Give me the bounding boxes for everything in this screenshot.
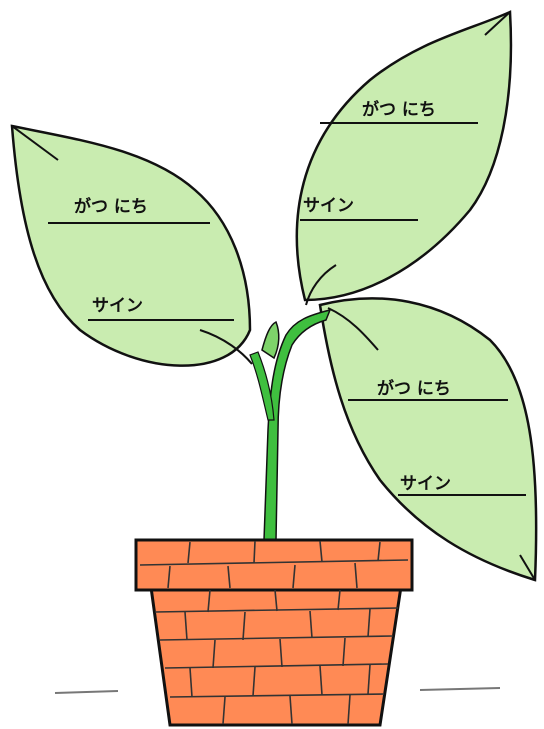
bottom-right-leaf-sign-line	[398, 494, 526, 496]
bottom-right-leaf-date-label: がつ にち	[377, 381, 451, 398]
left-branch	[250, 352, 274, 420]
top-right-leaf-date-label: がつ にち	[362, 102, 436, 119]
left-leaf-date-label: がつ にち	[74, 199, 148, 216]
bottom-right-leaf	[320, 298, 536, 580]
bottom-right-leaf-sign-label: サイン	[400, 476, 451, 493]
left-leaf-date-line	[48, 222, 210, 224]
top-right-leaf-sign-line	[300, 219, 418, 221]
top-right-leaf-sign-label: サイン	[303, 198, 354, 215]
top-right-leaf	[297, 12, 511, 300]
top-right-leaf-date-line	[320, 122, 478, 124]
left-leaf-sign-line	[88, 319, 234, 321]
sprout	[262, 322, 279, 358]
bottom-right-leaf-date-line	[348, 399, 508, 401]
left-leaf-sign-label: サイン	[92, 298, 143, 315]
left-leaf	[12, 126, 250, 366]
